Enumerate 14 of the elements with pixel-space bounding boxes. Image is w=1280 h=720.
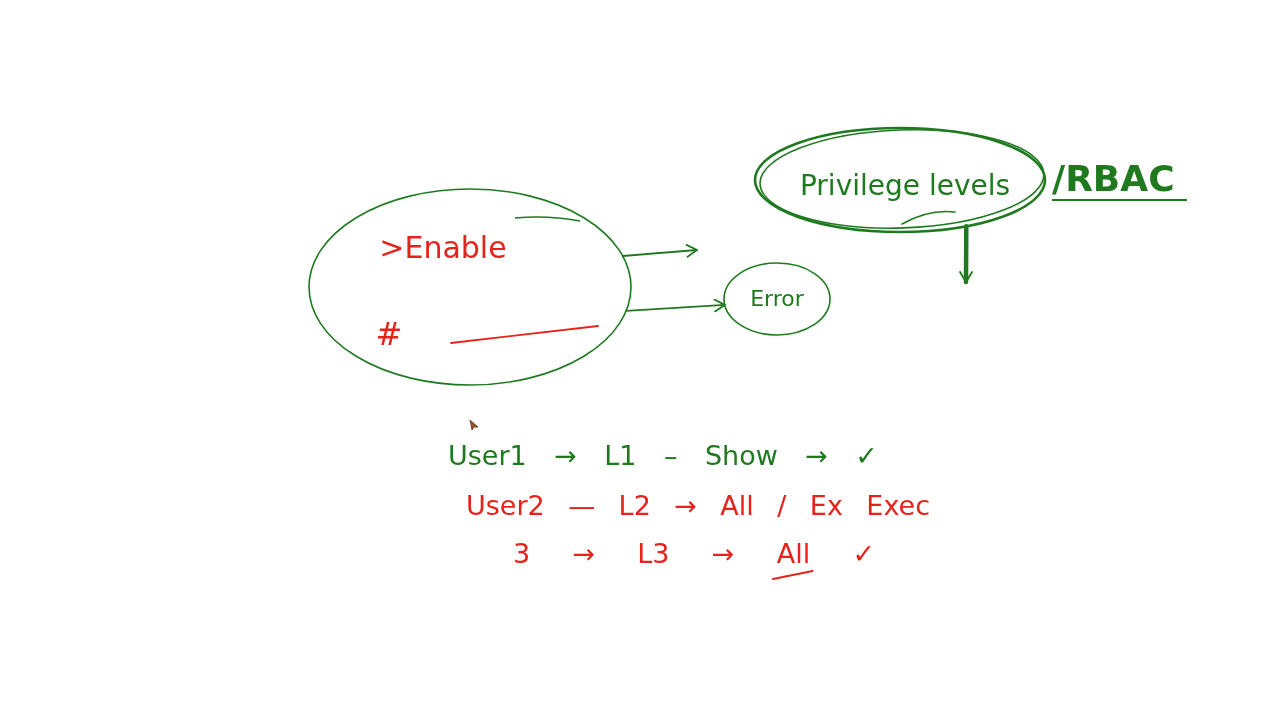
note-text: 3 → L3 → All ✓ (513, 538, 875, 570)
oval-outline (306, 186, 634, 388)
note-text: User2 — L2 → All / Ex Exec (466, 490, 930, 522)
node-label: Error (750, 286, 804, 312)
side-label: /RBAC (1052, 158, 1187, 202)
oval-outline (721, 260, 833, 338)
arrow (621, 243, 698, 258)
arrow (959, 223, 973, 285)
prompt-text: # (375, 315, 403, 353)
arrow (625, 298, 726, 313)
note-text: User1 → L1 – Show → ✓ (448, 440, 878, 472)
node-label: Privilege levels (799, 169, 1011, 203)
oval-outline (752, 125, 1048, 235)
prompt-text: >Enable (379, 230, 507, 266)
